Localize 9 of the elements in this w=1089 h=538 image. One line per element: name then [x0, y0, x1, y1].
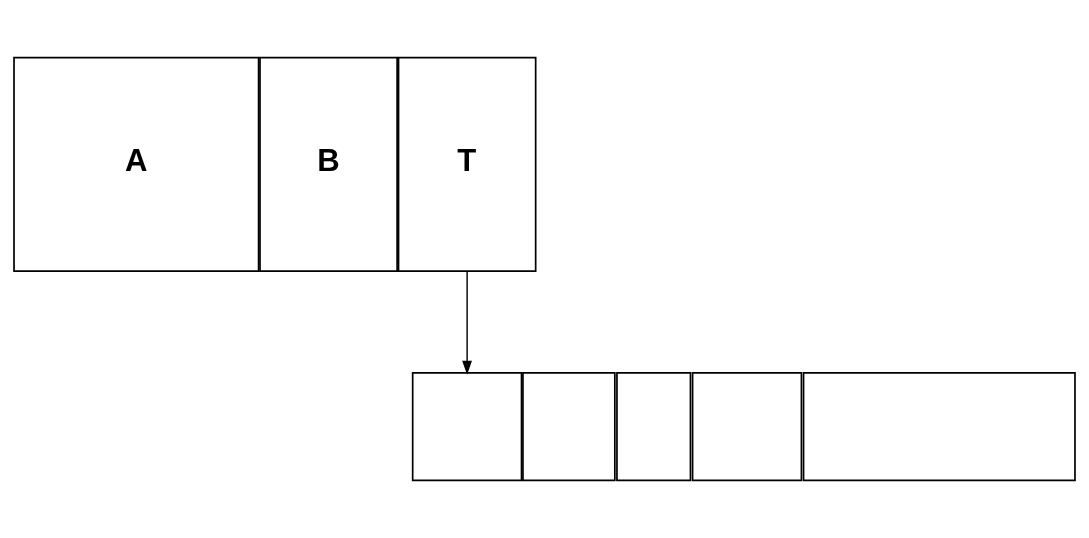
node-box	[802, 372, 1076, 482]
node-box	[411, 372, 523, 482]
node-box	[691, 372, 803, 482]
arrow	[462, 270, 473, 375]
node-box	[616, 372, 692, 482]
node-box: A	[13, 56, 260, 272]
node-box	[522, 372, 616, 482]
node-box: B	[259, 56, 398, 272]
node-box: T	[397, 56, 537, 272]
